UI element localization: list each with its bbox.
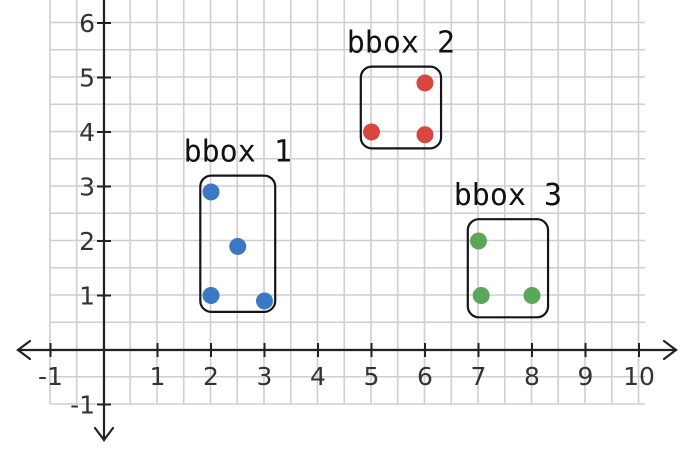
bbox-2-outline xyxy=(359,65,443,150)
x-tick-label: -1 xyxy=(38,362,63,391)
bbox-2-label: bbox 2 xyxy=(347,26,455,61)
axis-ticks: -1 1 2 3 4 5 6 7 8 9 10 -1 1 2 3 4 5 6 xyxy=(38,9,655,420)
grid xyxy=(49,0,645,405)
x-tick-label: 1 xyxy=(150,362,166,391)
bbox-1-point xyxy=(202,287,220,304)
x-tick-label: 10 xyxy=(623,362,655,391)
data-points xyxy=(202,74,541,310)
x-tick-label: 2 xyxy=(203,362,219,391)
y-tick-label: -1 xyxy=(70,391,95,420)
bbox-1-point xyxy=(229,237,247,255)
bbox-3-point xyxy=(470,232,487,250)
bbox-1-outline xyxy=(199,174,277,313)
bbox-2-point xyxy=(416,74,434,92)
x-axis-right-arrow xyxy=(662,339,678,361)
x-tick-label: 9 xyxy=(578,362,594,391)
bbox-3-label: bbox 3 xyxy=(454,178,562,213)
y-axis-down-arrow xyxy=(93,426,115,442)
y-tick-label: 5 xyxy=(79,64,95,93)
x-tick-label: 7 xyxy=(471,362,487,391)
y-tick-label: 3 xyxy=(79,173,95,202)
x-tick-label: 8 xyxy=(524,362,540,391)
bbox-1-label: bbox 1 xyxy=(184,135,292,170)
x-tick-label: 4 xyxy=(310,362,326,391)
x-tick-label: 3 xyxy=(257,362,273,391)
bbox-1-point xyxy=(202,183,220,201)
axes xyxy=(16,0,678,442)
bbox-2-point xyxy=(416,126,434,144)
x-tick-label: 5 xyxy=(364,362,380,391)
x-tick-label: 6 xyxy=(417,362,433,391)
x-axis-left-arrow xyxy=(16,339,32,361)
bbox-1-point xyxy=(256,292,273,310)
bbox-3-point xyxy=(472,287,490,304)
y-tick-label: 2 xyxy=(79,227,95,256)
y-tick-label: 4 xyxy=(79,118,95,147)
bbox-3-point xyxy=(523,287,541,304)
bbox-2-point xyxy=(363,123,380,141)
bounding-boxes: bbox 1 bbox 2 bbox 3 xyxy=(184,26,562,319)
y-tick-label: 6 xyxy=(79,9,95,38)
bbox-3-outline xyxy=(466,218,550,319)
y-tick-label: 1 xyxy=(79,282,95,311)
